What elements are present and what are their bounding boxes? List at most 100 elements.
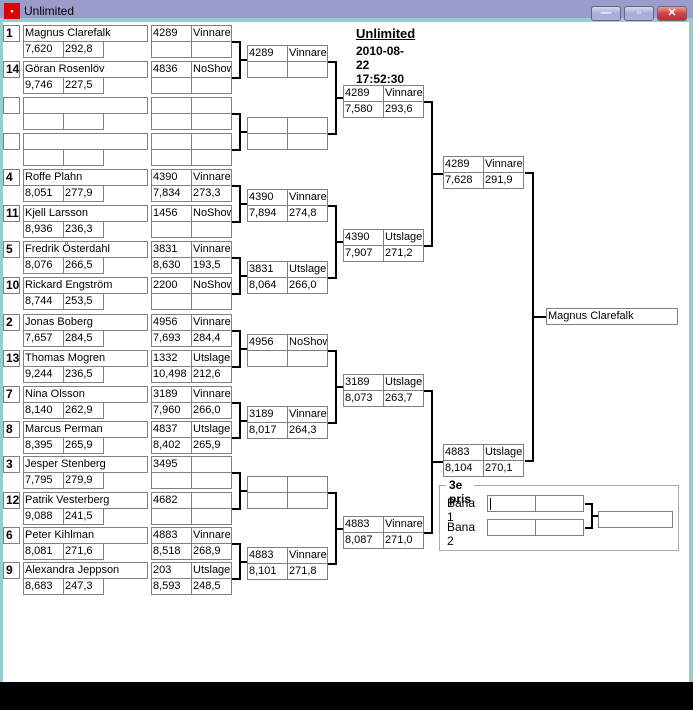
entrant-speed[interactable]: 284,5 <box>63 330 104 347</box>
round2-result-id[interactable]: 4390 <box>247 189 288 206</box>
round2-result-id[interactable] <box>247 476 288 493</box>
round1-result-time[interactable]: 8,402 <box>151 437 192 454</box>
entrant-name[interactable] <box>23 133 148 150</box>
round3-result-time[interactable]: 7,580 <box>343 101 384 118</box>
round2-result-status[interactable]: Vinnare <box>287 45 328 62</box>
round1-result-time[interactable] <box>151 221 192 238</box>
round1-result-status[interactable] <box>191 133 232 150</box>
entrant-name[interactable]: Jonas Boberg <box>23 314 148 331</box>
round2-result-status[interactable]: Vinnare <box>287 547 328 564</box>
round1-result-status[interactable] <box>191 97 232 114</box>
round2-result-speed[interactable] <box>287 61 328 78</box>
entrant-speed[interactable]: 292,8 <box>63 41 104 58</box>
entrant-time[interactable]: 7,620 <box>23 41 64 58</box>
lane1-id-input[interactable] <box>487 495 536 512</box>
round2-result-status[interactable]: Vinnare <box>287 189 328 206</box>
round2-result-id[interactable] <box>247 117 288 134</box>
round1-result-speed[interactable]: 266,0 <box>191 402 232 419</box>
entrant-time[interactable]: 8,140 <box>23 402 64 419</box>
round1-result-speed[interactable] <box>191 508 232 525</box>
round1-result-time[interactable]: 10,498 <box>151 366 192 383</box>
round1-result-time[interactable] <box>151 472 192 489</box>
round4-result-speed[interactable]: 291,9 <box>483 172 524 189</box>
entrant-speed[interactable] <box>63 149 104 166</box>
round1-result-status[interactable]: Vinnare <box>191 169 232 186</box>
entrant-time[interactable]: 7,657 <box>23 330 64 347</box>
round1-result-status[interactable]: NoShow <box>191 205 232 222</box>
round1-result-speed[interactable] <box>191 77 232 94</box>
entrant-name[interactable]: Kjell Larsson <box>23 205 148 222</box>
round1-result-time[interactable] <box>151 508 192 525</box>
entrant-time[interactable]: 8,081 <box>23 543 64 560</box>
entrant-speed[interactable]: 262,9 <box>63 402 104 419</box>
round1-result-status[interactable]: Vinnare <box>191 241 232 258</box>
round2-result-status[interactable]: Utslagen <box>287 261 328 278</box>
entrant-name[interactable]: Rickard Engström <box>23 277 148 294</box>
entrant-name[interactable]: Fredrik Österdahl <box>23 241 148 258</box>
lane2-status-input[interactable] <box>535 519 584 536</box>
round1-result-time[interactable] <box>151 77 192 94</box>
round3-result-id[interactable]: 4289 <box>343 85 384 102</box>
round1-result-id[interactable]: 2200 <box>151 277 192 294</box>
round1-result-id[interactable]: 4289 <box>151 25 192 42</box>
entrant-time[interactable]: 8,683 <box>23 578 64 595</box>
round1-result-time[interactable]: 7,960 <box>151 402 192 419</box>
round1-result-status[interactable]: Vinnare <box>191 314 232 331</box>
entrant-name[interactable] <box>23 97 148 114</box>
round1-result-status[interactable]: Vinnare <box>191 386 232 403</box>
round1-result-speed[interactable] <box>191 149 232 166</box>
round3-result-status[interactable]: Utslagen <box>383 374 424 391</box>
round2-result-id[interactable]: 4289 <box>247 45 288 62</box>
entrant-name[interactable]: Göran Rosenlöv <box>23 61 148 78</box>
round2-result-id[interactable]: 4956 <box>247 334 288 351</box>
entrant-time[interactable]: 8,395 <box>23 437 64 454</box>
round1-result-status[interactable]: NoShow <box>191 277 232 294</box>
round1-result-id[interactable]: 3495 <box>151 456 192 473</box>
entrant-speed[interactable]: 266,5 <box>63 257 104 274</box>
entrant-name[interactable]: Jesper Stenberg <box>23 456 148 473</box>
round1-result-time[interactable]: 7,834 <box>151 185 192 202</box>
round1-result-id[interactable]: 3831 <box>151 241 192 258</box>
round3-result-speed[interactable]: 293,6 <box>383 101 424 118</box>
entrant-name[interactable]: Marcus Perman <box>23 421 148 438</box>
round3-result-speed[interactable]: 271,2 <box>383 245 424 262</box>
round1-result-status[interactable] <box>191 456 232 473</box>
entrant-time[interactable]: 9,088 <box>23 508 64 525</box>
round4-result-id[interactable]: 4289 <box>443 156 484 173</box>
round1-result-id[interactable]: 4883 <box>151 527 192 544</box>
entrant-name[interactable]: Thomas Mogren <box>23 350 148 367</box>
entrant-speed[interactable] <box>63 113 104 130</box>
round1-result-status[interactable]: Vinnare <box>191 25 232 42</box>
close-button[interactable]: ✕ <box>657 6 687 21</box>
round1-result-time[interactable]: 8,630 <box>151 257 192 274</box>
round2-result-time[interactable]: 8,101 <box>247 563 288 580</box>
round1-result-time[interactable] <box>151 149 192 166</box>
entrant-speed[interactable]: 236,5 <box>63 366 104 383</box>
round1-result-time[interactable]: 8,593 <box>151 578 192 595</box>
round2-result-status[interactable] <box>287 476 328 493</box>
round4-result-speed[interactable]: 270,1 <box>483 460 524 477</box>
round3-result-time[interactable]: 7,907 <box>343 245 384 262</box>
round3-result-speed[interactable]: 263,7 <box>383 390 424 407</box>
entrant-speed[interactable]: 271,6 <box>63 543 104 560</box>
round2-result-id[interactable]: 3189 <box>247 406 288 423</box>
round1-result-id[interactable]: 4836 <box>151 61 192 78</box>
round1-result-status[interactable]: NoShow <box>191 61 232 78</box>
entrant-speed[interactable]: 247,3 <box>63 578 104 595</box>
entrant-time[interactable]: 8,076 <box>23 257 64 274</box>
round2-result-time[interactable]: 8,064 <box>247 277 288 294</box>
round3-result-status[interactable]: Vinnare <box>383 85 424 102</box>
round1-result-speed[interactable] <box>191 113 232 130</box>
round1-result-status[interactable]: Vinnare <box>191 527 232 544</box>
round3-result-id[interactable]: 4390 <box>343 229 384 246</box>
round1-result-speed[interactable]: 265,9 <box>191 437 232 454</box>
round1-result-status[interactable]: Utslagen <box>191 350 232 367</box>
round1-result-time[interactable] <box>151 113 192 130</box>
entrant-name[interactable]: Nina Olsson <box>23 386 148 403</box>
entrant-speed[interactable]: 253,5 <box>63 293 104 310</box>
round1-result-speed[interactable]: 273,3 <box>191 185 232 202</box>
round3-result-time[interactable]: 8,073 <box>343 390 384 407</box>
round2-result-id[interactable]: 3831 <box>247 261 288 278</box>
round1-result-id[interactable]: 4390 <box>151 169 192 186</box>
entrant-name[interactable]: Peter Kihlman <box>23 527 148 544</box>
